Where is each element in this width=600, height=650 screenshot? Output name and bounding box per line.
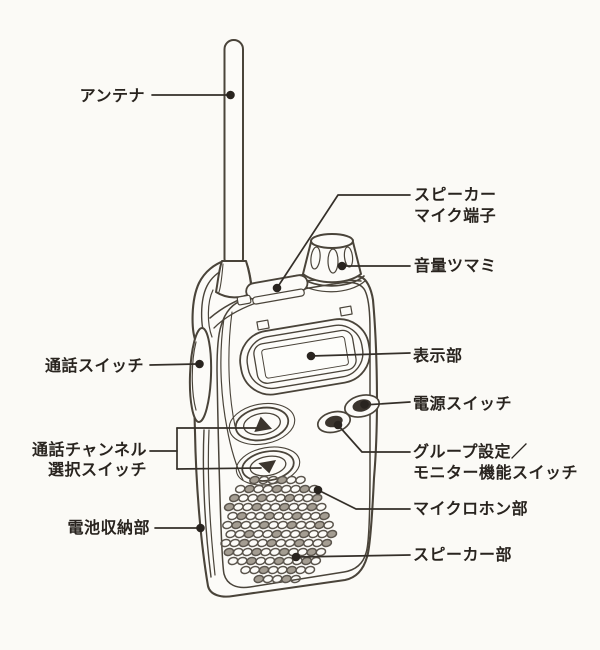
label-power-switch: 電源スイッチ [413, 396, 513, 413]
label-line: 通話チャンネル [31, 442, 147, 459]
label-line: 選択スイッチ [47, 462, 147, 479]
label-talk-switch: 通話スイッチ [44, 358, 144, 375]
label-speaker-mic-terminal: スピーカー マイク端子 [414, 185, 497, 227]
label-volume-knob: 音量ツマミ [414, 258, 497, 275]
channel-down-button [235, 446, 301, 486]
leader-lines [149, 90, 411, 562]
ptt-talk-switch [188, 327, 213, 423]
label-display: 表示部 [413, 348, 463, 365]
label-line: グループ設定／ [413, 444, 528, 461]
label-antenna: アンテナ [79, 88, 145, 105]
label-channel-select: 通話チャンネル 選択スイッチ [32, 441, 147, 481]
leader-dots [195, 90, 369, 562]
label-group-monitor: グループ設定／ モニター機能スイッチ [413, 442, 578, 484]
label-line: モニター機能スイッチ [413, 465, 579, 482]
microphone-hole [313, 485, 323, 495]
label-microphone: マイクロホン部 [413, 501, 529, 518]
speaker-grille [220, 475, 338, 584]
group-monitor-switch [316, 410, 352, 434]
antenna-base [215, 260, 253, 299]
antenna [223, 39, 244, 269]
label-battery: 電池収納部 [67, 520, 150, 537]
label-line: マイク端子 [414, 208, 497, 225]
display-window [239, 318, 371, 396]
volume-knob [298, 233, 366, 293]
label-line: スピーカー [414, 187, 497, 204]
channel-up-button [228, 402, 296, 446]
label-speaker: スピーカー部 [413, 547, 513, 564]
